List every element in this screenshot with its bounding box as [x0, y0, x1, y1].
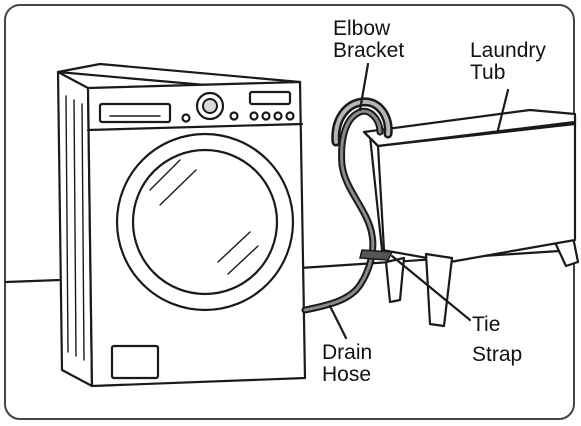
door-glass — [133, 150, 277, 294]
washing-machine — [58, 64, 305, 386]
control-display — [250, 92, 290, 104]
service-panel — [112, 346, 158, 378]
tub-leg-front — [426, 254, 452, 326]
drain-hose-label: Drain Hose — [322, 342, 372, 386]
leader-drain-hose — [330, 306, 346, 338]
drain-hose — [305, 111, 380, 310]
tie-label: Tie — [472, 314, 500, 336]
laundry-tub — [364, 110, 578, 326]
laundry-tub-label: Laundry Tub — [470, 40, 546, 84]
elbow-bracket-label: Elbow Bracket — [333, 18, 404, 62]
strap-label: Strap — [472, 344, 522, 366]
detergent-drawer — [100, 104, 170, 122]
tie-strap — [360, 250, 392, 260]
